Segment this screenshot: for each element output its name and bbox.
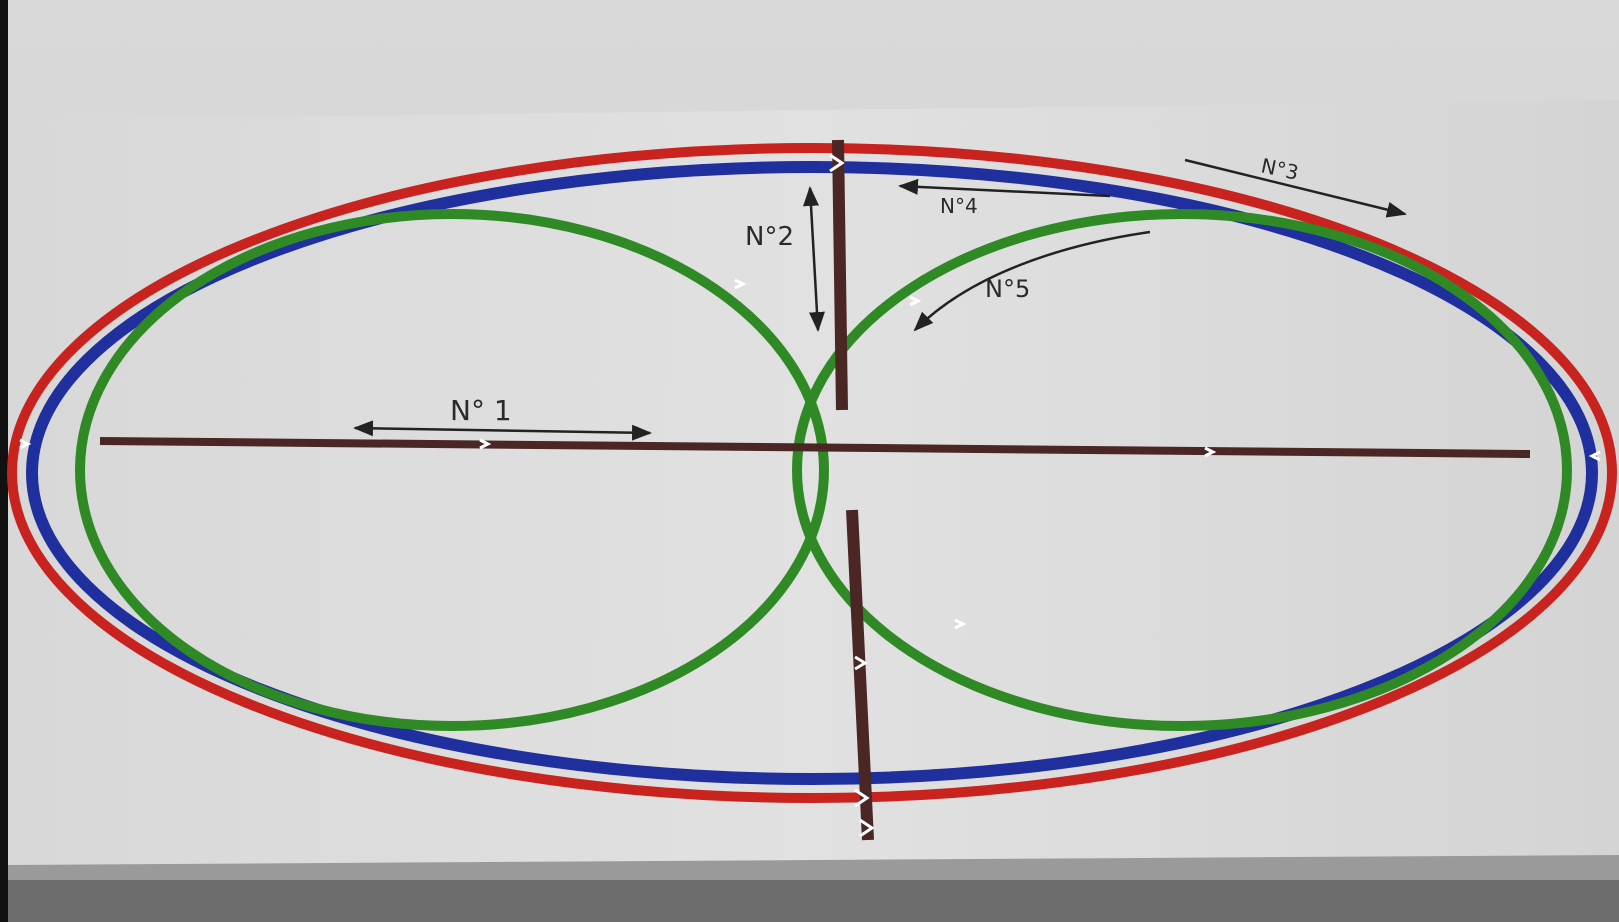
route2-arrow [803,186,825,332]
outer-red-track [7,143,1617,803]
middle-blue-track [26,161,1598,785]
route5-label: N°5 [985,275,1030,303]
horizontal-cross-track [99,437,1531,458]
right-green-loop [792,209,1572,731]
route1-arrow [353,420,652,441]
route2-label: N°2 [745,222,794,252]
vertical-cross-track-upper [832,139,848,411]
route3-arrow [1184,158,1407,218]
route4-label: N°4 [940,194,978,218]
track-joints [19,153,1601,838]
route1-label: N° 1 [450,394,512,427]
left-dark-edge [0,0,8,922]
route5-arrow [913,230,1151,332]
vertical-cross-track-lower [846,509,874,841]
floor-shadow [0,880,1619,922]
route4-arrow [898,178,1111,198]
left-green-loop [75,209,829,731]
board [8,100,1619,870]
